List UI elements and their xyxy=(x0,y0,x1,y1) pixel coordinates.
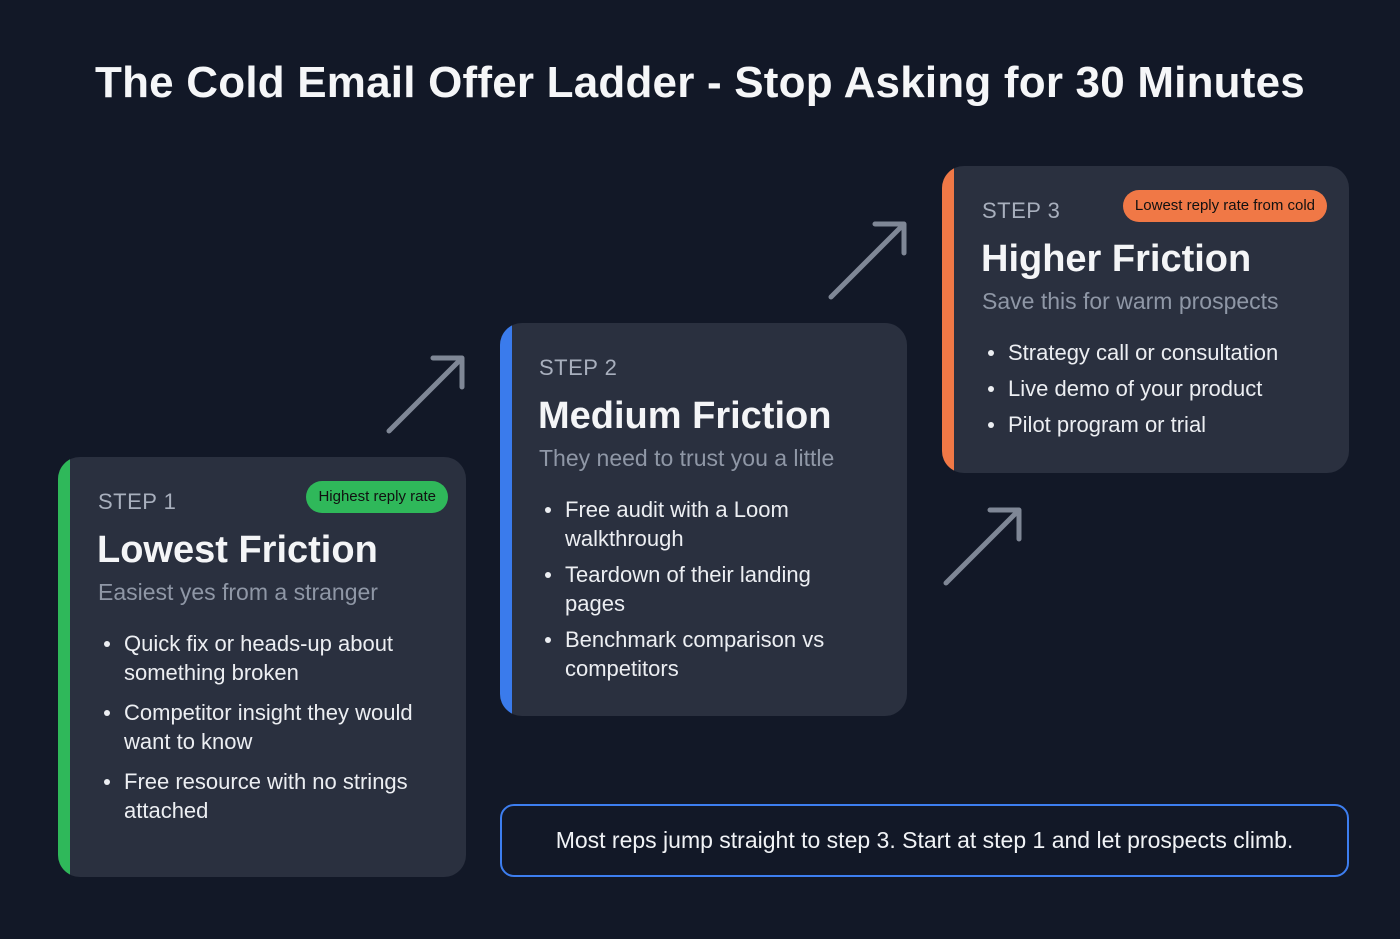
step-3-heading: Higher Friction xyxy=(981,238,1252,280)
step-1-card: STEP 1 Highest reply rate Lowest Frictio… xyxy=(58,457,466,877)
step-2-card: STEP 2 Medium Friction They need to trus… xyxy=(500,323,907,716)
step-2-list: Free audit with a Loom walkthrough Teard… xyxy=(539,495,839,690)
step-1-label: STEP 1 xyxy=(98,489,177,514)
page-title: The Cold Email Offer Ladder - Stop Askin… xyxy=(95,58,1305,107)
list-item: Free resource with no strings attached xyxy=(98,767,438,825)
step-3-list: Strategy call or consultation Live demo … xyxy=(982,338,1322,446)
step-1-list: Quick fix or heads-up about something br… xyxy=(98,629,438,832)
step-3-badge: Lowest reply rate from cold xyxy=(1122,190,1327,222)
list-item: Teardown of their landing pages xyxy=(539,560,839,618)
list-item: Pilot program or trial xyxy=(982,410,1322,439)
step-1-accent-bar xyxy=(58,457,70,877)
arrow-up-right-icon xyxy=(386,355,465,434)
step-2-heading: Medium Friction xyxy=(538,395,832,437)
arrow-up-right-icon xyxy=(943,507,1022,586)
list-item: Benchmark comparison vs competitors xyxy=(539,625,839,683)
list-item: Quick fix or heads-up about something br… xyxy=(98,629,438,687)
step-3-subheading: Save this for warm prospects xyxy=(982,288,1279,314)
list-item: Competitor insight they would want to kn… xyxy=(98,698,438,756)
step-2-accent-bar xyxy=(500,323,512,716)
step-2-subheading: They need to trust you a little xyxy=(539,445,835,471)
step-1-heading: Lowest Friction xyxy=(97,529,378,571)
list-item: Strategy call or consultation xyxy=(982,338,1322,367)
step-1-badge: Highest reply rate xyxy=(306,481,448,513)
list-item: Free audit with a Loom walkthrough xyxy=(539,495,839,553)
list-item: Live demo of your product xyxy=(982,374,1322,403)
step-3-accent-bar xyxy=(942,166,954,473)
callout-note: Most reps jump straight to step 3. Start… xyxy=(500,804,1349,877)
step-1-subheading: Easiest yes from a stranger xyxy=(98,579,378,605)
step-3-card: STEP 3 Lowest reply rate from cold Highe… xyxy=(942,166,1349,473)
arrow-up-right-icon xyxy=(828,221,907,300)
step-3-label: STEP 3 xyxy=(982,198,1061,223)
step-2-label: STEP 2 xyxy=(539,355,618,380)
